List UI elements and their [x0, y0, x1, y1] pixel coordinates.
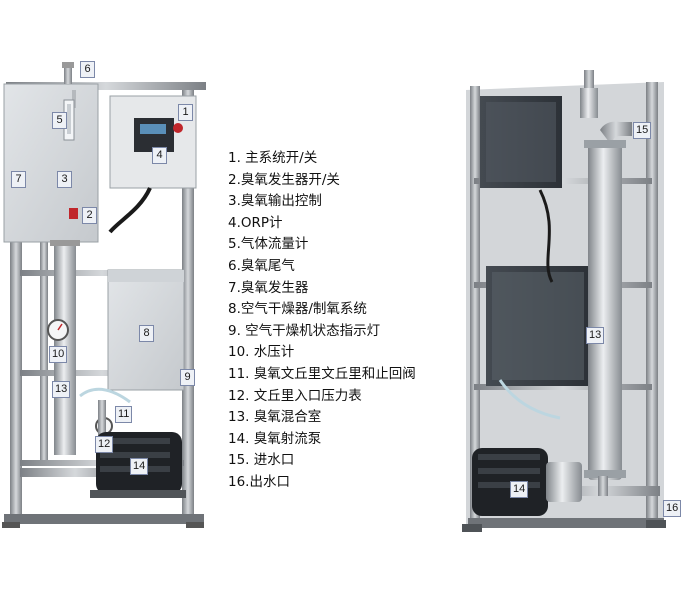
legend-item: 8.空气干燥器/制氧系统 — [228, 301, 367, 318]
legend-item: 16.出水口 — [228, 473, 290, 490]
callout-back-jet-pump: 14 — [510, 481, 529, 498]
callout-venturi-valve: 11 — [115, 406, 133, 423]
front-top-bar — [6, 82, 206, 90]
callout-dryer-indicator: 9 — [180, 369, 195, 386]
callout-orp-meter: 4 — [152, 147, 167, 164]
component-legend: 1. 主系统开/关 2.臭氧发生器开/关 3.臭氧输出控制 4.ORP计 5.气… — [228, 148, 416, 494]
callout-ozone-generator: 7 — [11, 171, 26, 188]
callout-generator-switch: 2 — [82, 207, 97, 224]
callout-water-inlet: 15 — [633, 122, 652, 139]
callout-venturi-gauge: 12 — [95, 436, 114, 453]
back-right-post — [646, 82, 658, 522]
back-unit — [462, 70, 666, 532]
legend-item: 2.臭氧发生器开/关 — [228, 171, 340, 188]
legend-item: 3.臭氧输出控制 — [228, 193, 322, 210]
ozone-generator-switch — [69, 208, 78, 219]
back-base — [468, 518, 664, 528]
legend-item: 7.臭氧发生器 — [228, 279, 309, 296]
front-inner-post — [40, 240, 48, 460]
legend-item: 4.ORP计 — [228, 214, 283, 231]
legend-item: 12. 文丘里入口压力表 — [228, 387, 362, 404]
legend-item: 15. 进水口 — [228, 452, 295, 469]
callout-back-mixing-chamber: 13 — [586, 327, 605, 344]
callout-flow-meter: 5 — [52, 112, 67, 129]
callout-water-outlet: 16 — [663, 500, 682, 517]
callout-mixing-chamber: 13 — [52, 381, 71, 398]
callout-tail-gas: 6 — [80, 61, 95, 78]
callout-jet-pump: 14 — [130, 458, 149, 475]
callout-air-dryer: 8 — [139, 325, 154, 342]
back-left-post — [470, 86, 480, 526]
front-base — [4, 514, 204, 524]
legend-item: 5.气体流量计 — [228, 236, 309, 253]
callout-main-switch: 1 — [178, 104, 193, 121]
legend-item: 14. 臭氧射流泵 — [228, 430, 322, 447]
back-mixing-chamber — [588, 140, 622, 480]
orp-meter — [134, 118, 174, 152]
legend-item: 13. 臭氧混合室 — [228, 409, 322, 426]
legend-item: 10. 水压计 — [228, 344, 295, 361]
legend-item: 6.臭氧尾气 — [228, 257, 295, 274]
legend-item: 1. 主系统开/关 — [228, 150, 318, 166]
front-unit — [2, 62, 206, 528]
front-left-post — [10, 240, 22, 518]
legend-item: 11. 臭氧文丘里文丘里和止回阀 — [228, 365, 416, 382]
callout-water-gauge: 10 — [49, 346, 68, 363]
water-inlet — [600, 121, 632, 146]
callout-output-control: 3 — [57, 171, 72, 188]
main-power-switch — [173, 123, 183, 133]
legend-item: 9. 空气干燥机状态指示灯 — [228, 322, 381, 339]
front-right-post — [182, 90, 194, 518]
ozone-tail-gas-outlet — [64, 66, 72, 84]
